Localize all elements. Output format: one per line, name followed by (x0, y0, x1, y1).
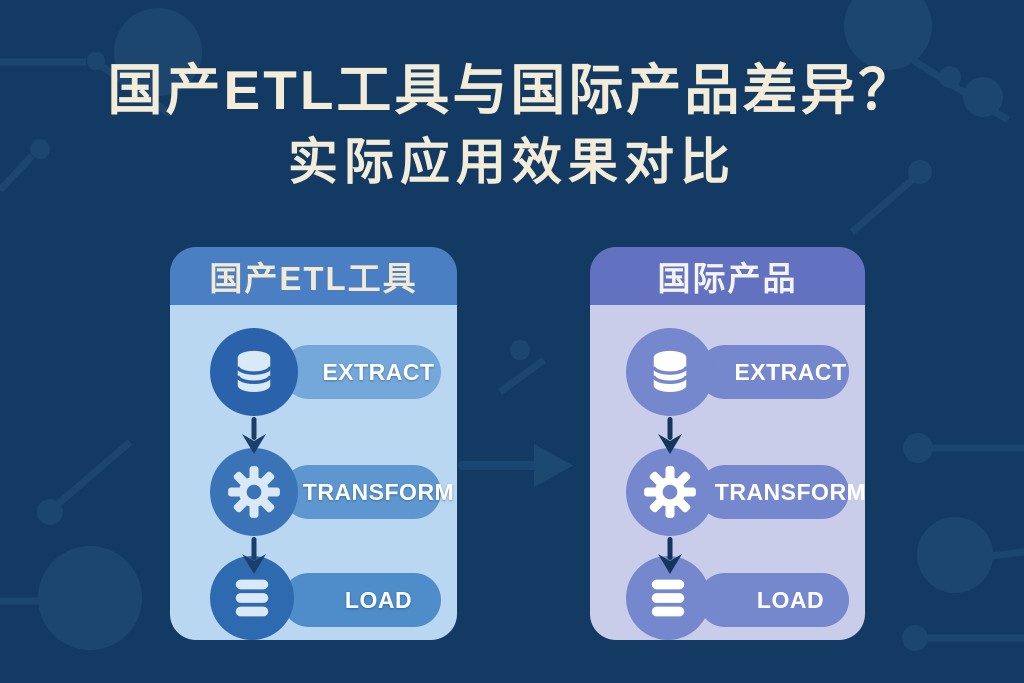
extract-label: EXTRACT (322, 358, 435, 385)
card-international-header: 国际产品 (590, 247, 865, 305)
extract-label: EXTRACT (734, 358, 847, 385)
card-domestic-body: EXTRACT TRANSFORM (170, 305, 457, 640)
database-icon (236, 350, 272, 393)
load-label: LOAD (756, 586, 825, 613)
step-load: LOAD (170, 556, 457, 640)
transform-label: TRANSFORM (714, 478, 865, 505)
transform-circle (210, 448, 298, 536)
step-transform: TRANSFORM (590, 448, 865, 536)
transform-circle (626, 448, 714, 536)
layers-icon (235, 579, 269, 617)
layers-icon (651, 579, 685, 617)
page-title: 国产ETL工具与国际产品差异？ 实际应用效果对比 (0, 60, 1024, 190)
down-arrow-icon (658, 417, 682, 454)
step-transform: TRANSFORM (170, 448, 457, 536)
transform-label: TRANSFORM (302, 478, 455, 505)
down-arrow-icon (242, 537, 266, 574)
card-domestic-header: 国产ETL工具 (170, 247, 457, 305)
title-line-2: 实际应用效果对比 (288, 133, 736, 190)
gear-icon (228, 466, 280, 518)
load-pill: LOAD (698, 573, 849, 627)
card-domestic-etl: 国产ETL工具 EXTRACT TRANSFORM (170, 247, 457, 640)
extract-circle (626, 328, 714, 416)
down-arrow-icon (242, 417, 266, 454)
title-line-1: 国产ETL工具与国际产品差异？ (107, 59, 917, 121)
down-arrow-icon (658, 537, 682, 574)
card-international-body: EXTRACT TRANSFORM (590, 305, 865, 640)
extract-pill: EXTRACT (698, 345, 849, 399)
extract-circle (210, 328, 298, 416)
load-label: LOAD (344, 586, 413, 613)
card-international: 国际产品 EXTRACT TRANSFORM (590, 247, 865, 640)
flow-right-arrow-icon (458, 444, 573, 487)
extract-pill: EXTRACT (282, 345, 441, 399)
step-extract: EXTRACT (170, 328, 457, 416)
load-pill: LOAD (282, 573, 441, 627)
transform-pill: TRANSFORM (698, 465, 865, 519)
step-load: LOAD (590, 556, 865, 640)
transform-pill: TRANSFORM (282, 465, 454, 519)
step-extract: EXTRACT (590, 328, 865, 416)
gear-icon (644, 466, 696, 518)
database-icon (652, 350, 688, 393)
